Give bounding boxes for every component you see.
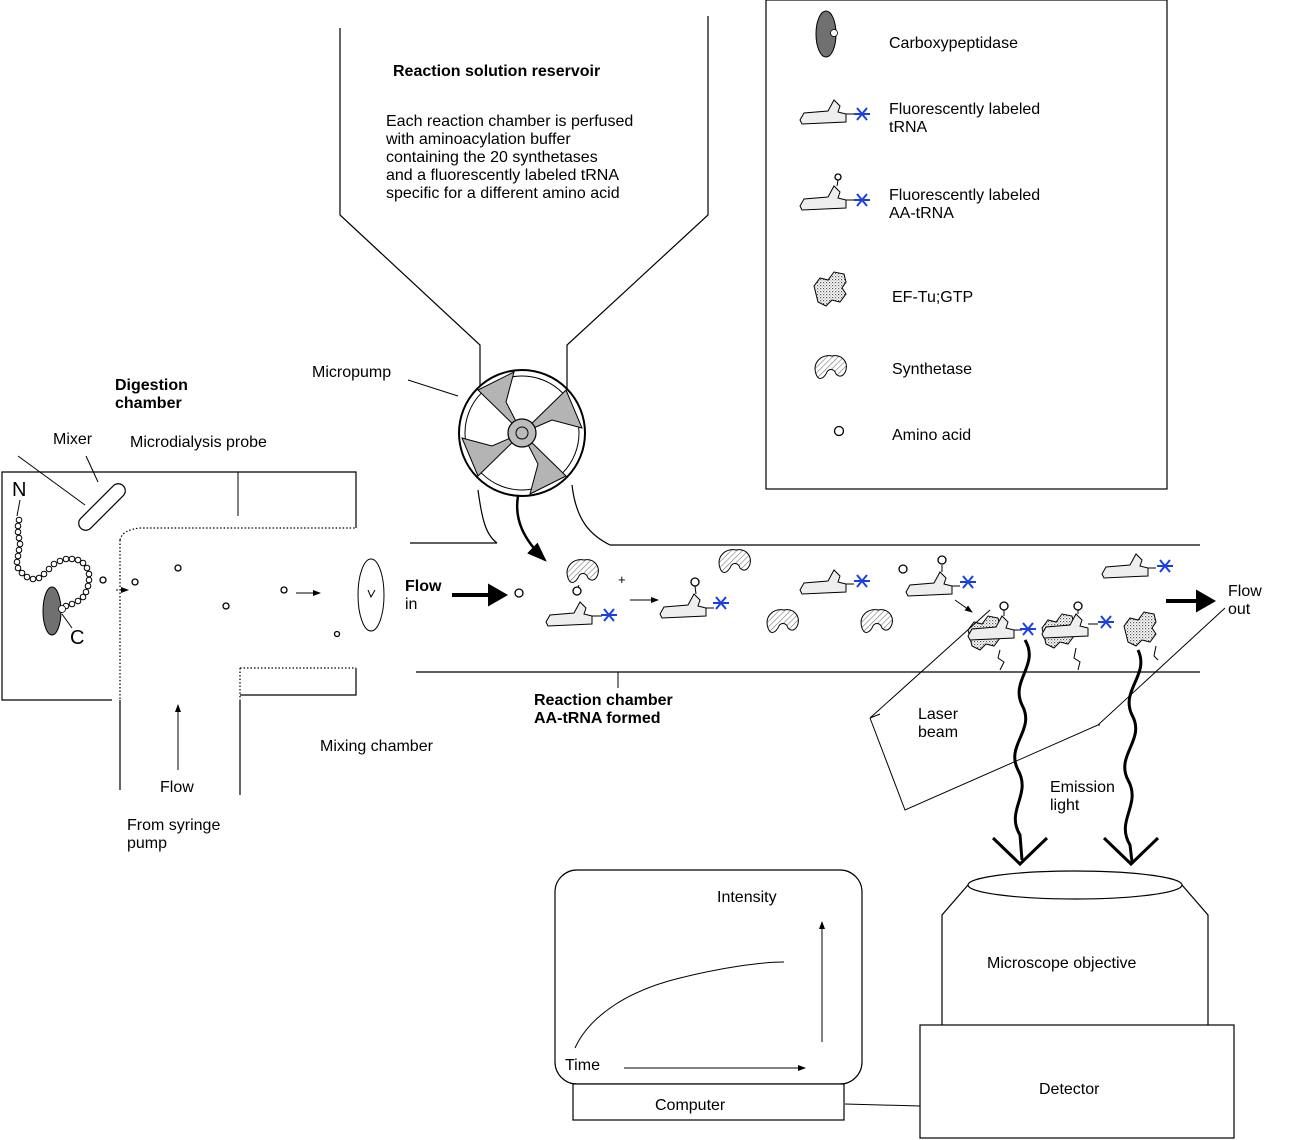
intensity-label: Intensity	[717, 889, 777, 906]
micropump	[458, 369, 586, 562]
detector-label: Detector	[1039, 1081, 1100, 1098]
eftu-3	[1123, 611, 1159, 661]
mixing-chamber-label: Mixing chamber	[320, 738, 434, 755]
synthetase-2	[718, 549, 751, 573]
plus-sign: +	[618, 572, 626, 587]
reaction-chamber-label-1: Reaction chamber	[534, 692, 673, 709]
syringe-label-1: From syringe	[127, 817, 220, 834]
peptide-beads	[13, 516, 93, 610]
legend-synthetase: Synthetase	[892, 361, 972, 378]
pump-impeller	[461, 371, 583, 495]
legend-amino-acid: Amino acid	[892, 427, 971, 444]
trna-icon	[799, 99, 871, 125]
laser-beam	[869, 607, 1226, 811]
microscope-objective	[941, 870, 1209, 1025]
legend-aa-trna-line-1: Fluorescently labeled	[889, 187, 1040, 204]
reservoir-title: Reaction solution reservoir	[393, 63, 600, 80]
flow-label: Flow	[160, 779, 194, 796]
aa-trna-icon	[799, 173, 871, 211]
mixer-label: Mixer	[53, 431, 93, 448]
reservoir-desc-line-5: specific for a different amino acid	[386, 185, 620, 202]
amino-acid-icon	[833, 425, 845, 437]
n-terminus-label: N	[12, 479, 26, 501]
flow-in-label-2: in	[405, 596, 417, 613]
digestion-label-2: chamber	[115, 395, 182, 412]
aa-trna-2	[905, 571, 953, 597]
objective-label: Microscope objective	[987, 955, 1137, 972]
syringe-label-2: pump	[127, 835, 167, 852]
flow-out-label-2: out	[1228, 601, 1251, 618]
time-label: Time	[565, 1057, 600, 1074]
detector	[919, 1024, 1235, 1139]
reaction-solution-reservoir: Reaction solution reservoir Each reactio…	[339, 16, 709, 410]
detector-cable	[844, 1103, 921, 1107]
laser-label-1: Laser	[918, 706, 959, 723]
computer-label: Computer	[655, 1097, 726, 1114]
microdialysis-label: Microdialysis probe	[130, 434, 267, 451]
eftu-complex-2	[1041, 601, 1115, 671]
reservoir-desc-line-3: containing the 20 synthetases	[386, 149, 598, 166]
reservoir-desc-line-1: Each reaction chamber is perfused	[386, 113, 633, 130]
emission-label-1: Emission	[1050, 779, 1115, 796]
trna-1	[545, 601, 593, 627]
flow-out-arrow	[1166, 589, 1217, 613]
legend-aa-trna-line-2: AA-tRNA	[889, 205, 954, 222]
peptide-chain: N C	[12, 479, 93, 649]
released-amino-acids	[99, 564, 341, 638]
emission-light	[991, 639, 1160, 867]
reaction-chamber-label-2: AA-tRNA formed	[534, 710, 661, 727]
trna-3	[1101, 553, 1149, 579]
legend-box: Carboxypeptidase Fluorescently labeled t…	[765, 0, 1168, 490]
carboxypeptidase-icon	[815, 10, 838, 58]
reaction-molecules: +	[545, 549, 1174, 671]
synthetase-3	[766, 609, 799, 633]
legend-trna-line-2: tRNA	[889, 119, 928, 136]
digestion-chamber	[1, 471, 385, 795]
legend-carboxypeptidase: Carboxypeptidase	[889, 35, 1018, 52]
laser-label-2: beam	[918, 724, 958, 741]
flow-out-label-1: Flow	[1228, 583, 1262, 600]
trna-2	[799, 569, 847, 595]
mixing-chamber-outlet	[357, 558, 385, 632]
digestion-label-1: Digestion	[115, 377, 188, 394]
legend-trna-line-1: Fluorescently labeled	[889, 101, 1040, 118]
micropump-leader	[407, 379, 459, 397]
reservoir-desc-line-4: and a fluorescently labeled tRNA	[386, 167, 619, 184]
emission-label-2: light	[1050, 797, 1080, 814]
eftu-complex-1	[967, 601, 1037, 671]
synthetase-4	[860, 609, 893, 633]
intensity-plot	[574, 921, 825, 1071]
flow-in-arrow	[452, 583, 509, 607]
synthetase-1	[566, 559, 599, 583]
reservoir-desc-line-2: with aminoacylation buffer	[385, 131, 571, 148]
c-terminus-label: C	[70, 627, 84, 649]
incoming-amino-acid	[514, 588, 524, 598]
carboxypeptidase-enzyme	[42, 586, 66, 636]
aa-trna-1	[659, 593, 707, 619]
reaction-chamber	[410, 484, 1200, 688]
flow-in-label-1: Flow	[405, 578, 442, 595]
micropump-label: Micropump	[312, 364, 391, 381]
legend-eftu: EF-Tu;GTP	[892, 289, 973, 306]
mixer	[17, 455, 126, 531]
computer-monitor	[554, 869, 863, 1121]
